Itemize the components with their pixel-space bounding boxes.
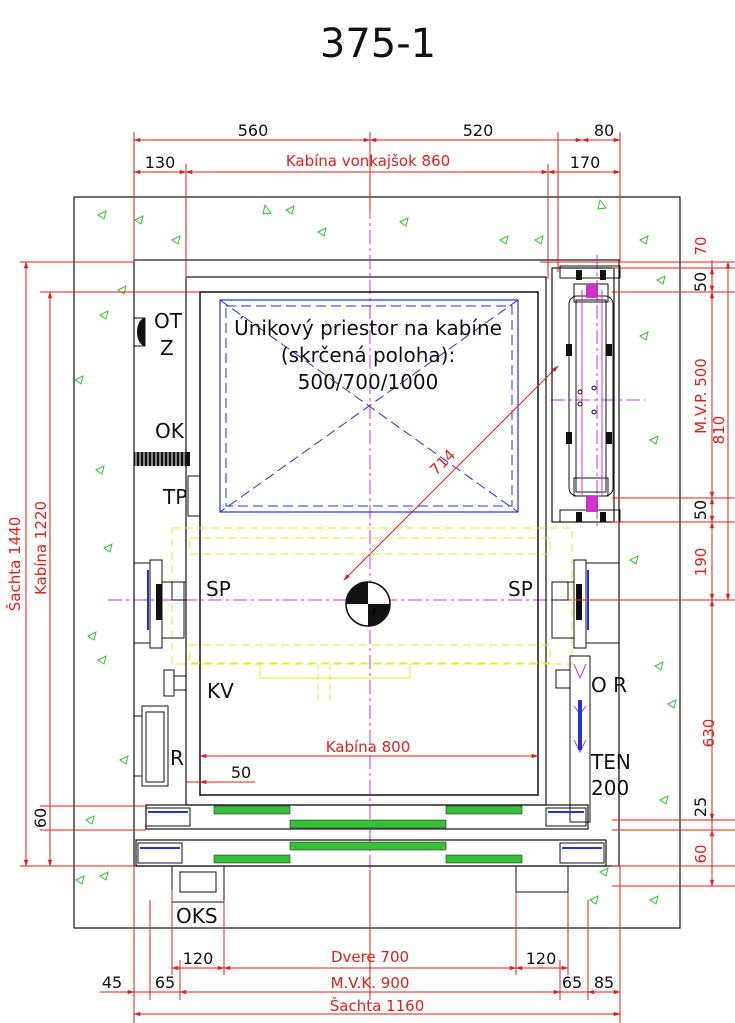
door-sill-cabin <box>145 804 589 830</box>
dim-right-mvp: M.V.P. 500 <box>692 358 710 434</box>
label-oks: OKS <box>176 904 218 928</box>
label-sp-right: SP <box>508 577 533 601</box>
dim-left-shaft: Šachta 1440 <box>5 517 24 611</box>
dimension-texts: 560 520 80 130 Kabína vonkajšok 860 170 … <box>5 121 728 1015</box>
label-ten-value: 200 <box>591 776 629 800</box>
dim-right-60: 60 <box>692 844 710 863</box>
door-sill-landing <box>135 839 607 867</box>
dim-right-50a: 50 <box>691 272 710 292</box>
dim-cabin-outer: Kabína vonkajšok 860 <box>286 152 450 170</box>
dim-left-60: 60 <box>31 808 50 828</box>
ok-device <box>134 452 190 466</box>
dim-right-630: 630 <box>700 719 718 748</box>
label-r: R <box>170 746 184 770</box>
escape-text-line1: Únikový priestor na kabíne <box>234 316 502 340</box>
dim-bot-120a: 120 <box>183 949 214 968</box>
label-z: Z <box>160 336 174 360</box>
dim-top-80: 80 <box>594 121 614 140</box>
dim-50: 50 <box>231 763 251 782</box>
dim-right-25: 25 <box>691 797 710 817</box>
cabin-inner <box>199 291 539 796</box>
dimension-lines <box>20 132 735 1023</box>
wall-hatch <box>74 198 677 905</box>
dim-right-190: 190 <box>692 548 710 577</box>
or-ten-device <box>555 655 591 823</box>
dim-bot-45: 45 <box>102 973 122 992</box>
dim-right-70: 70 <box>692 236 710 255</box>
dim-right-810: 810 <box>710 416 728 445</box>
drawing-title: 375-1 <box>320 21 436 67</box>
label-ot: OT <box>154 309 183 333</box>
dim-top-560: 560 <box>238 121 269 140</box>
dim-bot-65b: 65 <box>562 973 582 992</box>
cog-label: F <box>372 608 377 618</box>
guide-rail-left <box>133 559 187 649</box>
label-sp-left: SP <box>206 577 231 601</box>
label-ok: OK <box>155 419 185 443</box>
diag-dimension-text: 714 <box>426 446 459 479</box>
label-or: O R <box>591 673 627 697</box>
counterweight <box>551 265 621 523</box>
center-of-gravity-icon <box>345 581 391 627</box>
r-device <box>133 705 169 787</box>
label-tp: TP <box>162 485 187 509</box>
ot-z-device <box>133 317 146 347</box>
escape-text-line2: (skrčená poloha): <box>281 343 455 367</box>
label-ten: TEN <box>590 750 631 774</box>
label-kv: KV <box>207 679 234 703</box>
dim-right-50b: 50 <box>691 500 710 520</box>
dim-bot-85: 85 <box>594 973 614 992</box>
oks-device <box>171 865 569 903</box>
escape-text-line3: 500/700/1000 <box>298 370 439 394</box>
guide-rail-right <box>551 559 620 649</box>
dim-top-170: 170 <box>570 153 601 172</box>
dim-bot-65a: 65 <box>155 973 175 992</box>
diag-dimension <box>343 365 559 581</box>
dim-mvk: M.V.K. 900 <box>331 974 410 992</box>
dim-top-130: 130 <box>145 153 176 172</box>
dim-bot-120b: 120 <box>526 949 557 968</box>
dim-top-520: 520 <box>463 121 494 140</box>
wall-outer <box>73 196 681 929</box>
dim-doors: Dvere 700 <box>331 948 409 966</box>
dim-cabin-800: Kabína 800 <box>326 738 411 756</box>
dim-shaft-1160: Šachta 1160 <box>330 996 424 1015</box>
kv-device <box>163 669 187 697</box>
tp-device <box>187 475 201 517</box>
dim-left-cabin: Kabína 1220 <box>32 501 50 595</box>
